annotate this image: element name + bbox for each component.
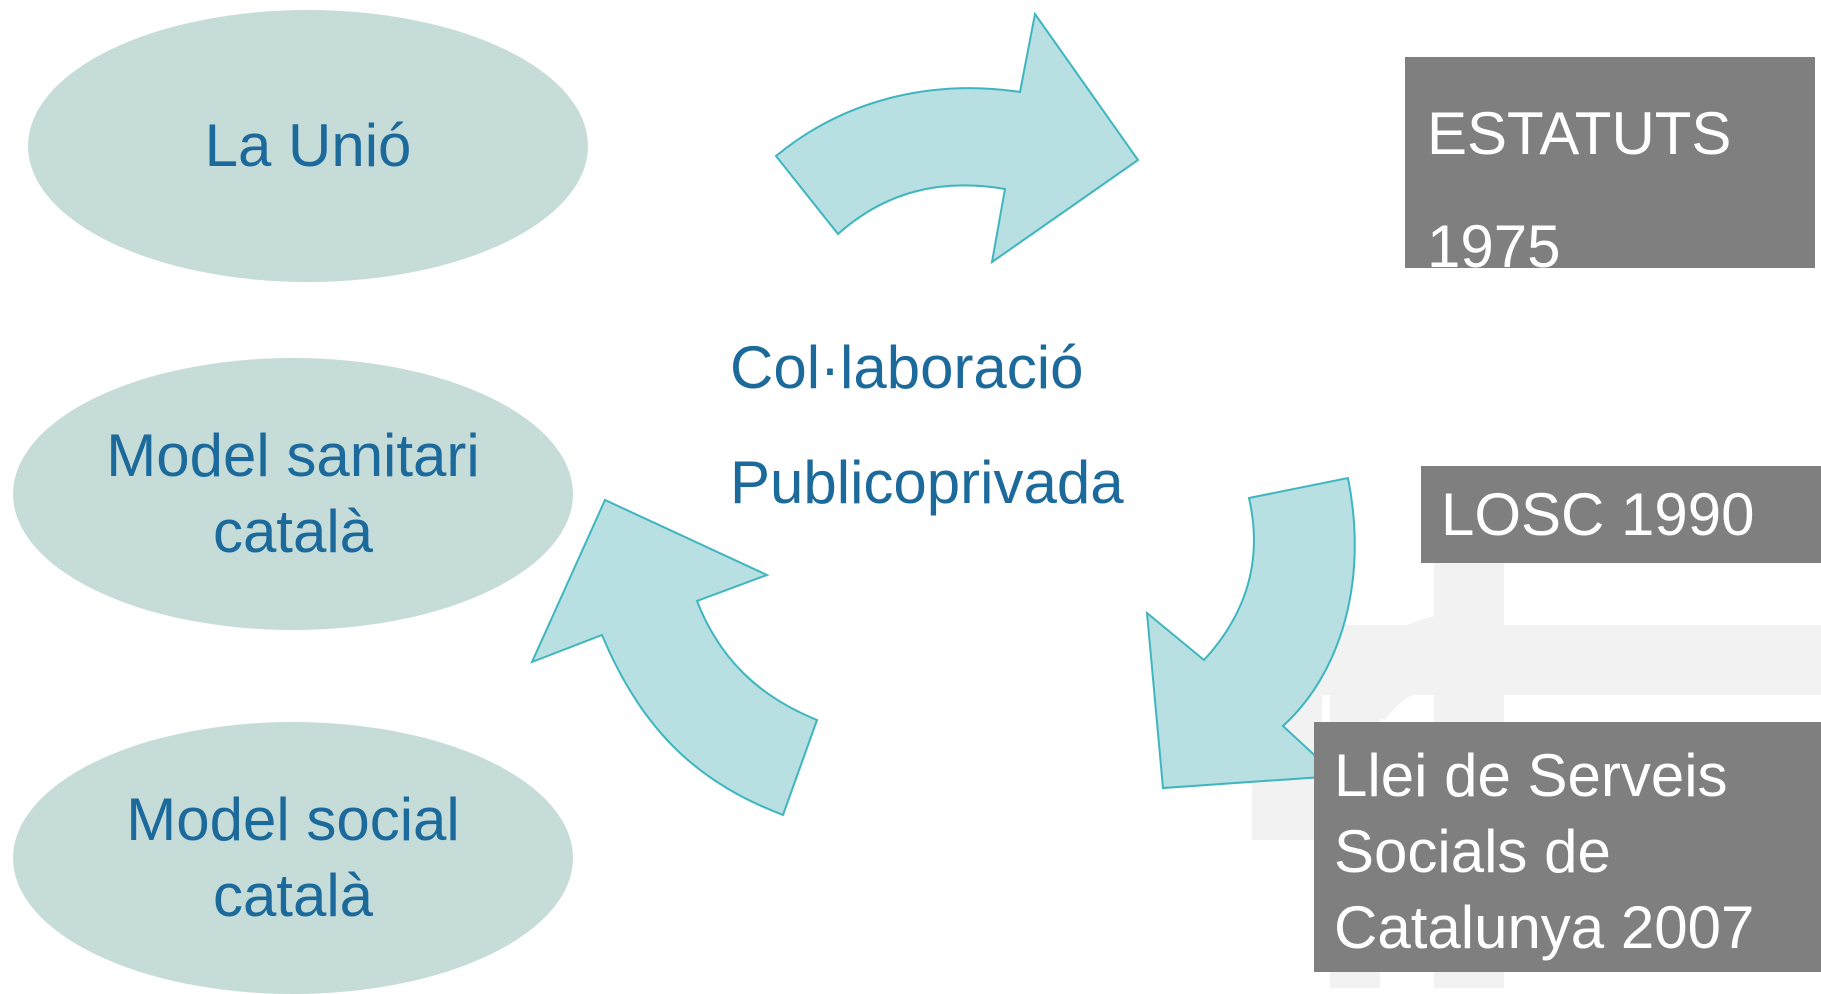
box-llei-line-2: Socials de	[1334, 818, 1611, 885]
ellipse-model-sanitari: Model sanitari català	[13, 358, 573, 630]
ellipse-label: La Unió	[204, 112, 412, 179]
center-title-line-1: Col·laboració	[730, 334, 1084, 401]
box-losc-label: LOSC 1990	[1441, 481, 1755, 548]
curved-arrow-left-icon	[530, 498, 819, 817]
ellipse-label-line-2: català	[212, 862, 374, 929]
ellipse-label-line-1: Model sanitari	[106, 422, 480, 489]
curved-arrow-down-icon	[1145, 476, 1356, 790]
box-estatuts-line-1: ESTATUTS	[1427, 100, 1732, 167]
ellipse-la-unio: La Unió	[28, 10, 588, 282]
center-title-line-2: Publicoprivada	[730, 449, 1124, 516]
box-losc: LOSC 1990	[1421, 466, 1821, 563]
ellipse-label-line-1: Model social	[126, 786, 460, 853]
box-llei-serveis-socials: Llei de Serveis Socials de Catalunya 200…	[1314, 722, 1821, 972]
curved-arrow-right-icon	[774, 11, 1140, 265]
box-llei-line-3: Catalunya 2007	[1334, 894, 1755, 961]
box-llei-line-1: Llei de Serveis	[1334, 742, 1728, 809]
center-title: Col·laboració Publicoprivada	[730, 310, 1124, 540]
box-estatuts: ESTATUTS 1975	[1405, 57, 1815, 280]
ellipse-model-social: Model social català	[13, 722, 573, 994]
ellipse-label-line-2: català	[212, 498, 374, 565]
box-estatuts-line-2: 1975	[1427, 213, 1561, 280]
